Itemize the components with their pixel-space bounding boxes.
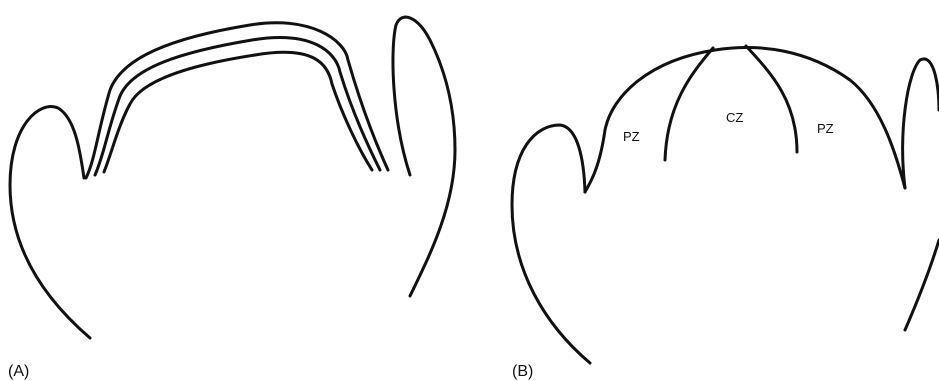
zone-label-pz-left: PZ: [623, 129, 640, 144]
panel-b-right-leaf-outline: [903, 59, 939, 330]
panel-a-right-leaf-outline: [393, 17, 455, 296]
panel-b-left-leaf-outline: [512, 125, 590, 363]
panel-b-caption: (B): [512, 363, 533, 380]
zone-label-cz: CZ: [726, 110, 743, 125]
zone-label-pz-right: PZ: [817, 121, 834, 136]
panel-b: PZ CZ PZ (B): [512, 46, 939, 380]
panel-a-left-leaf-outline: [10, 107, 90, 338]
panel-a: (A): [8, 17, 455, 380]
panel-a-caption: (A): [8, 363, 29, 380]
panel-b-left-zone-boundary: [665, 48, 713, 160]
panel-b-dome-outline: [585, 48, 905, 192]
panel-b-right-zone-boundary: [746, 46, 797, 152]
